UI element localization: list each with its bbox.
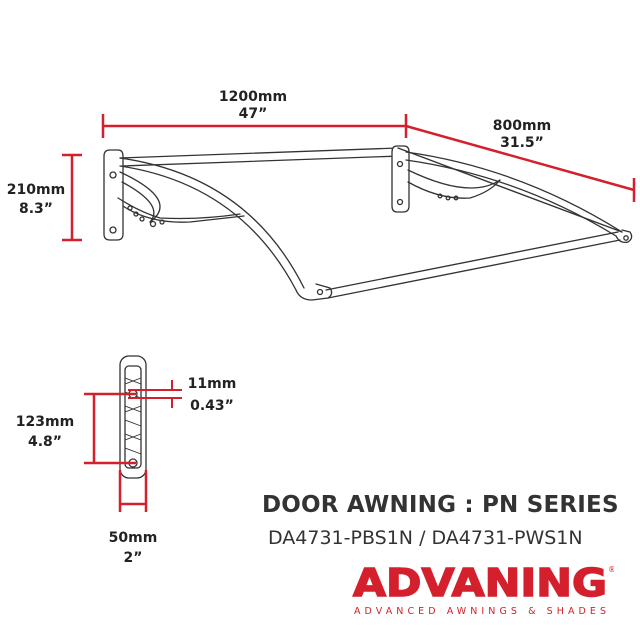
width-in-label: 47” [239,106,268,122]
brand-tagline: ADVANCED AWNINGS & SHADES [354,606,606,617]
dimension-depth-line [405,124,636,202]
height-mm-label: 210mm [7,182,65,198]
bracket-height-mm-label: 123mm [16,414,74,430]
hole-mm-label: 11mm [188,376,237,392]
model-numbers: DA4731-PBS1N / DA4731-PWS1N [268,527,583,549]
bracket-detail [119,355,147,479]
depth-mm-label: 800mm [493,118,551,134]
left-wall-bracket [103,149,124,241]
bracket-width-in-label: 2” [124,550,143,566]
dimension-bracket-height-line [84,392,136,465]
brand-name: ADVANING [353,561,607,605]
height-in-label: 8.3” [19,201,53,217]
width-mm-label: 1200mm [219,89,287,105]
bracket-height-in-label: 4.8” [28,434,62,450]
hole-in-label: 0.43” [190,398,234,414]
advaning-logo: ADVANING ® ADVANCED AWNINGS & SHADES [352,560,614,617]
depth-in-label: 31.5” [500,135,544,151]
awning-illustration [103,145,633,301]
right-wall-bracket [391,145,410,213]
dimension-hole-line [128,380,182,408]
bracket-width-mm-label: 50mm [109,530,158,546]
brand-registered-mark: ® [608,565,614,574]
front-bar [325,231,619,291]
product-title: DOOR AWNING : PN SERIES [262,492,619,518]
dimension-height-line [62,153,82,242]
dimension-bracket-width-line [118,470,148,512]
